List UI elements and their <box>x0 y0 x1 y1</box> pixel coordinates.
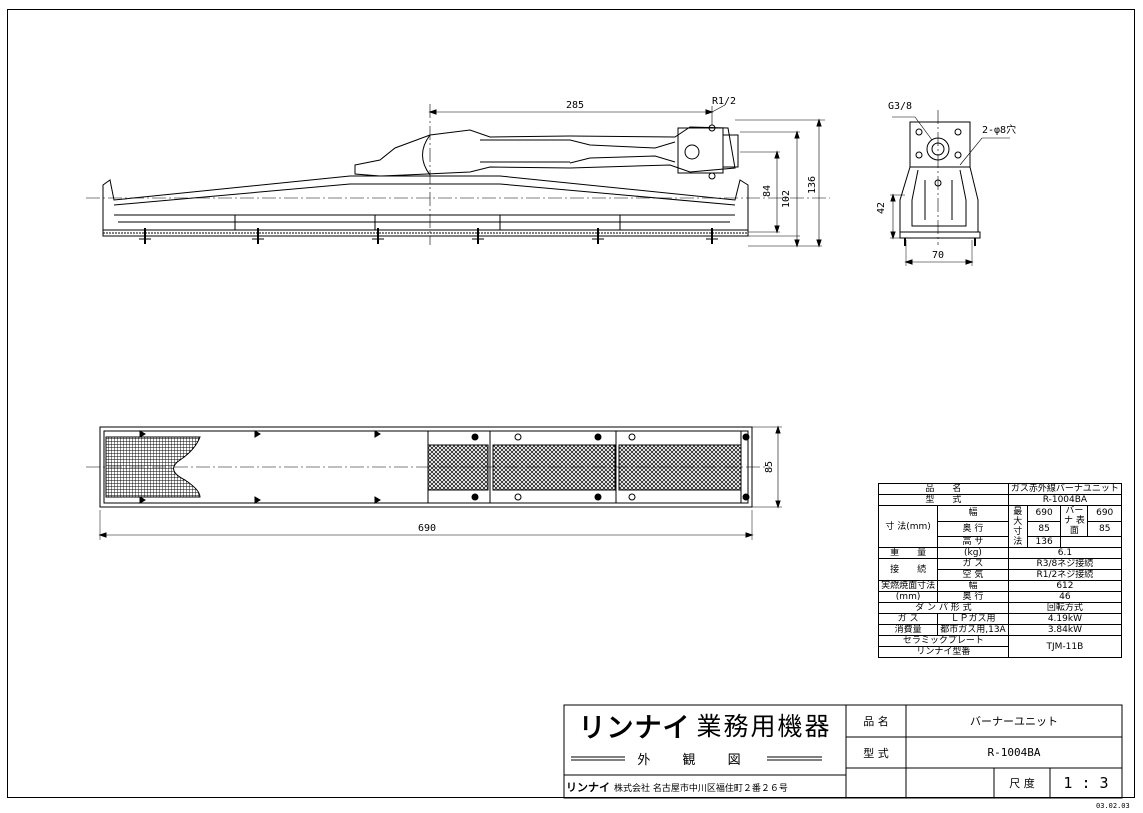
spec-kata-value: R-1004BA <box>1007 494 1123 506</box>
spec-okuyuki: 奥 行 <box>937 520 1009 537</box>
title-brand-row: リンナイ 業務用機器 <box>566 708 844 744</box>
company-address: 株式会社 名古屋市中川区福住町２番２６号 <box>614 784 788 794</box>
spec-nensho-mm: (mm) <box>877 591 939 603</box>
tb-kata-label: 型 式 <box>863 746 889 760</box>
spec-n-oku: 奥 行 <box>937 591 1009 603</box>
drawing-subtitle-wrap: 外 観 図 <box>626 749 766 768</box>
spec-damper-value: 回転方式 <box>1007 602 1123 614</box>
spec-toshi-value: 3.84kW <box>1007 624 1123 636</box>
front-view <box>86 104 830 248</box>
spec-setsuzoku-label: 接 続 <box>877 558 939 581</box>
dim-r12: R1/2 <box>712 96 737 107</box>
spec-juryo-unit: (kg) <box>937 547 1009 559</box>
spec-hinmei-value: ガス赤外線バーナユニット <box>1007 483 1123 495</box>
tb-scale-label: 尺 度 <box>1009 777 1035 790</box>
side-view <box>890 110 1010 266</box>
spec-ceramic-label-2: リンナイ型番 <box>878 646 1009 658</box>
dim-85: 85 <box>764 460 776 474</box>
brand-logo: リンナイ <box>578 712 691 744</box>
company-brand: リンナイ <box>566 781 610 794</box>
drawing-date: 03.02.03 <box>1096 802 1130 810</box>
dim-690: 690 <box>418 523 437 534</box>
spec-gas-value: R3/8ネジ接続 <box>1007 558 1123 570</box>
spec-n-haba-value: 612 <box>1007 580 1123 592</box>
front-bolts <box>139 228 718 244</box>
spec-juryo-value: 6.1 <box>1007 547 1123 559</box>
dim-42: 42 <box>876 201 888 215</box>
tb-kata-value: R-1004BA <box>987 746 1041 759</box>
spec-b85: 85 <box>1087 520 1122 537</box>
tb-hinmei-label: 品 名 <box>863 715 889 728</box>
spec-hinmei-label: 品 名 <box>878 483 1009 495</box>
dim-70: 70 <box>932 250 945 261</box>
spec-takasa: 高 サ <box>937 536 1009 548</box>
dim-136: 136 <box>807 175 819 195</box>
spec-b690: 690 <box>1087 505 1122 522</box>
spec-toshi-label: 都市ガス用,13A <box>937 624 1009 636</box>
spec-gas-label: ガ ス <box>877 613 939 625</box>
business-name: 業務用機器 <box>696 712 832 741</box>
tb-scale-value: 1 : 3 <box>1063 774 1109 792</box>
spec-shohi-label: 消費量 <box>877 624 939 636</box>
spec-haba: 幅 <box>937 505 1009 522</box>
spec-ceramic-label-1: セラミックプレート <box>878 635 1009 647</box>
spec-kuki-value: R1/2ネジ接続 <box>1007 569 1123 581</box>
tb-hinmei-value: バーナーユニット <box>970 715 1058 728</box>
spec-saidai: 最大 寸法 <box>1007 505 1028 548</box>
spec-n-oku-value: 46 <box>1007 591 1123 603</box>
dim-hole: 2-φ8穴 <box>982 125 1017 136</box>
spec-ceramic-value: TJM-11B <box>1007 635 1123 658</box>
title-block-lines <box>563 704 1123 799</box>
spec-blank <box>1060 536 1122 548</box>
spec-burner: バーナ 表 面 <box>1060 505 1089 537</box>
top-view <box>86 425 782 540</box>
spec-sunpo-label: 寸 法(mm) <box>877 505 939 548</box>
spec-v690: 690 <box>1026 505 1062 522</box>
spec-lp-label: ＬＰガス用 <box>937 613 1009 625</box>
spec-lp-value: 4.19kW <box>1007 613 1123 625</box>
drawing-subtitle: 外 観 図 <box>637 752 755 768</box>
spec-v85: 85 <box>1026 520 1062 537</box>
spec-v136: 136 <box>1026 536 1062 548</box>
spec-damper-label: ダ ン パ 形 式 <box>878 602 1009 614</box>
dim-285: 285 <box>566 100 585 111</box>
spec-kata-label: 型 式 <box>878 494 1009 506</box>
dim-102: 102 <box>781 189 793 209</box>
spec-n-haba: 幅 <box>937 580 1009 592</box>
dim-84: 84 <box>762 184 774 198</box>
company-row: リンナイ株式会社 名古屋市中川区福住町２番２６号 <box>566 778 844 796</box>
spec-nensho-label: 実燃焼面寸法 <box>877 580 939 592</box>
dim-g38: G3/8 <box>888 101 913 112</box>
spec-kuki: 空 気 <box>937 569 1009 581</box>
spec-gas: ガ ス <box>937 558 1009 570</box>
spec-juryo-label: 重 量 <box>877 547 939 559</box>
